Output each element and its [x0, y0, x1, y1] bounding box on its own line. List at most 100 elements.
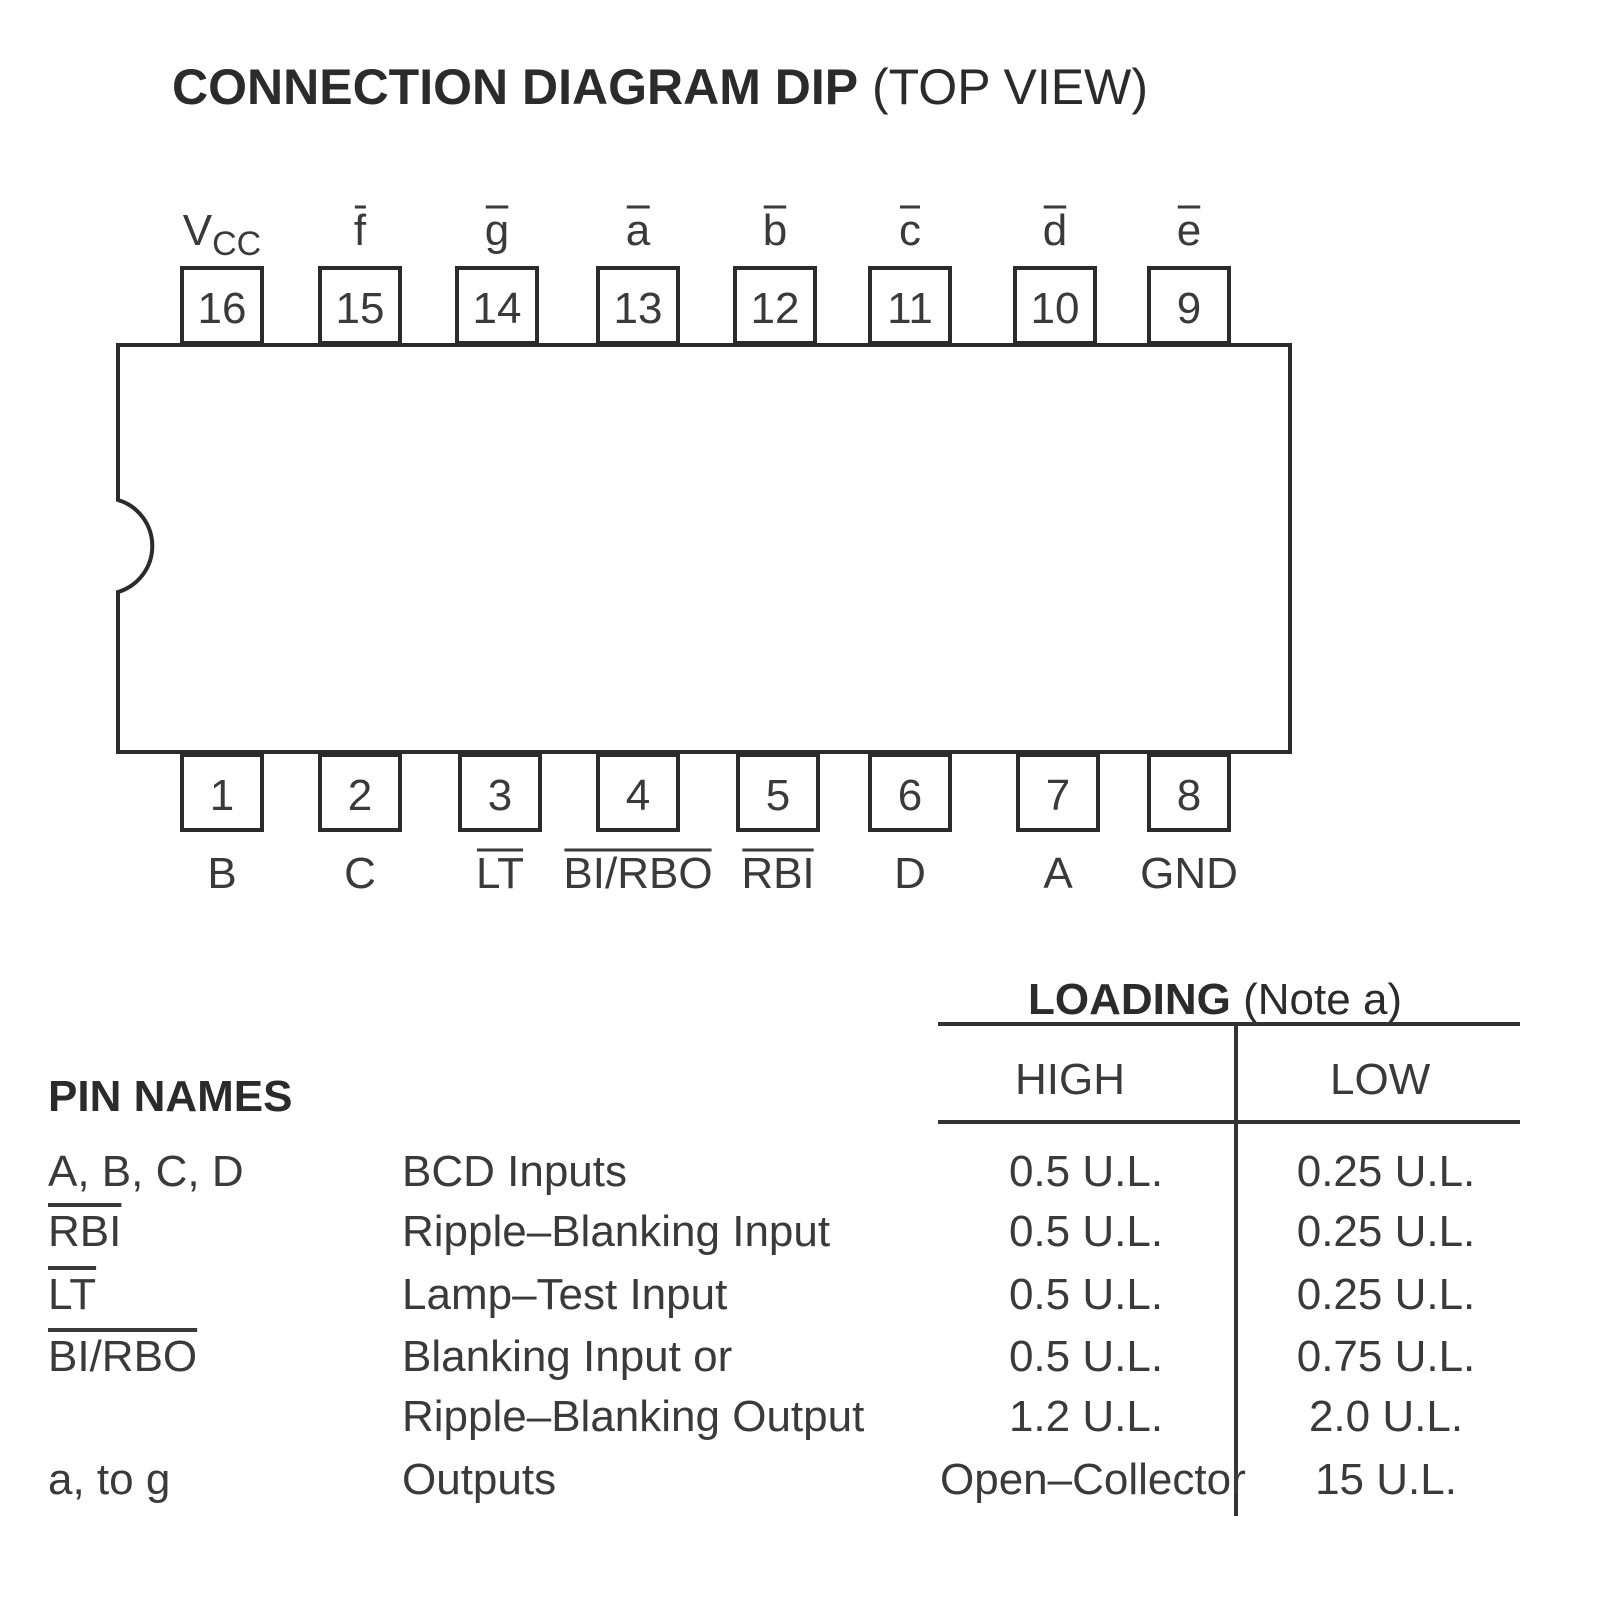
pin-label-text: LT: [476, 849, 524, 898]
pin-box: [1016, 753, 1100, 832]
bottom-pin-7: 7A: [1016, 753, 1100, 898]
pin-box: [455, 266, 539, 345]
pin-number: 4: [626, 771, 650, 820]
table-row: RBI Ripple–Blanking Input 0.5 U.L. 0.25 U.L…: [0, 1210, 1600, 1270]
pin-number: 5: [766, 771, 790, 820]
pin-label: A: [1043, 849, 1073, 898]
pin-label-text: D: [894, 849, 926, 898]
top-pin-15: 15f: [318, 205, 402, 345]
pin-number: 3: [488, 771, 512, 820]
bottom-pin-6: 6D: [868, 753, 952, 898]
pin-box: [1147, 266, 1231, 345]
pin-description: Ripple–Blanking Input: [402, 1207, 831, 1256]
pin-label-text: d: [1043, 206, 1067, 255]
pin-box: [318, 266, 402, 345]
pin-label: f: [354, 206, 367, 255]
loading-high: 0.5 U.L.: [1008, 1147, 1164, 1196]
pin-label-subscript: CC: [212, 225, 261, 263]
top-pin-16: 16 VCC: [180, 206, 264, 345]
pin-label: LT: [476, 849, 524, 898]
loading-heading: LOADING (Note a): [1028, 975, 1402, 1025]
pin-label: BI/RBO: [563, 849, 712, 898]
loading-low: 15 U.L.: [1315, 1455, 1457, 1504]
pin-box: [733, 266, 817, 345]
ic-package-outline: [116, 343, 1292, 754]
pin-label-text: V: [183, 206, 213, 255]
column-header-high: HIGH: [1015, 1055, 1125, 1104]
pin-symbol: RBI: [48, 1207, 122, 1256]
loading-high: 0.5 U.L.: [1008, 1270, 1164, 1319]
pin-description: BCD Inputs: [402, 1147, 627, 1196]
pin-symbol: BI/RBO: [48, 1332, 198, 1381]
pin-label-text: a: [626, 206, 651, 255]
loading-low: 0.25 U.L.: [1296, 1147, 1476, 1196]
pin-label: D: [894, 849, 926, 898]
loading-high: Open–Collector: [940, 1455, 1246, 1504]
pin-number: 7: [1046, 771, 1070, 820]
pin-number: 6: [898, 771, 922, 820]
pin-label-text: f: [354, 206, 367, 255]
pin-box: [1147, 753, 1231, 832]
top-pin-11: 11 c: [868, 205, 952, 345]
loading-low: 0.25 U.L.: [1296, 1207, 1476, 1256]
loading-high: 0.5 U.L.: [1008, 1332, 1164, 1381]
pin-label-text: GND: [1140, 849, 1238, 898]
pin-label: VCC: [183, 206, 261, 263]
title-view: (TOP VIEW): [872, 59, 1148, 115]
pin-label-text: BI/RBO: [563, 849, 712, 898]
pin-symbol: a, to g: [48, 1455, 171, 1504]
pin-label-text: RBI: [741, 849, 814, 898]
pin-label-text: c: [899, 206, 921, 255]
top-pin-9: 9e: [1147, 205, 1231, 345]
table-row: A, B, C, D BCD Inputs 0.5 U.L. 0.25 U.L.: [0, 1150, 1600, 1210]
pin-box: [596, 753, 680, 832]
pin-label: e: [1177, 206, 1201, 255]
pin-number: 8: [1177, 771, 1201, 820]
pin-names-heading: PIN NAMES: [48, 1072, 293, 1121]
pin-number: 10: [1031, 284, 1080, 333]
loading-heading-bold: LOADING: [1028, 975, 1231, 1024]
pin-label: a: [626, 206, 651, 255]
loading-high: 0.5 U.L.: [1008, 1207, 1164, 1256]
pin-label-text: B: [207, 849, 236, 898]
bottom-pin-4: 4BI/RBO: [563, 753, 713, 898]
pin-symbol: A, B, C, D: [48, 1147, 244, 1196]
pin-label-text: e: [1177, 206, 1201, 255]
pin-number: 2: [348, 771, 372, 820]
loading-low: 0.25 U.L.: [1296, 1270, 1476, 1319]
column-header-low: LOW: [1330, 1055, 1431, 1104]
pin-number: 16: [198, 284, 247, 333]
pin-number: 11: [887, 284, 933, 333]
pin-label: GND: [1140, 849, 1238, 898]
pin-number: 1: [210, 771, 234, 820]
loading-low: 0.75 U.L.: [1296, 1332, 1476, 1381]
pin-number: 14: [473, 284, 522, 333]
loading-heading-note: (Note a): [1243, 975, 1403, 1024]
top-pin-10: 10 d: [1013, 205, 1097, 345]
bottom-pin-1: 1B: [180, 753, 264, 898]
pin-label-text: C: [344, 849, 376, 898]
pin-box: [868, 266, 952, 345]
top-pin-12: 12b: [733, 205, 817, 345]
top-pin-14: 14g: [455, 205, 539, 345]
pin-label: b: [763, 206, 787, 255]
bottom-pin-2: 2C: [318, 753, 402, 898]
table-row: BI/RBO Blanking Input or 0.5 U.L. 0.75 U.L.: [0, 1335, 1600, 1395]
pin-description: Blanking Input or: [402, 1332, 733, 1381]
pin-label: C: [344, 849, 376, 898]
pin-label: B: [207, 849, 236, 898]
pin-box: [180, 266, 264, 345]
pin-box: [596, 266, 680, 345]
pin-box: [458, 753, 542, 832]
page-title: CONNECTION DIAGRAM DIP (TOP VIEW): [172, 62, 1148, 112]
pin-box: [180, 753, 264, 832]
pin-box: [868, 753, 952, 832]
